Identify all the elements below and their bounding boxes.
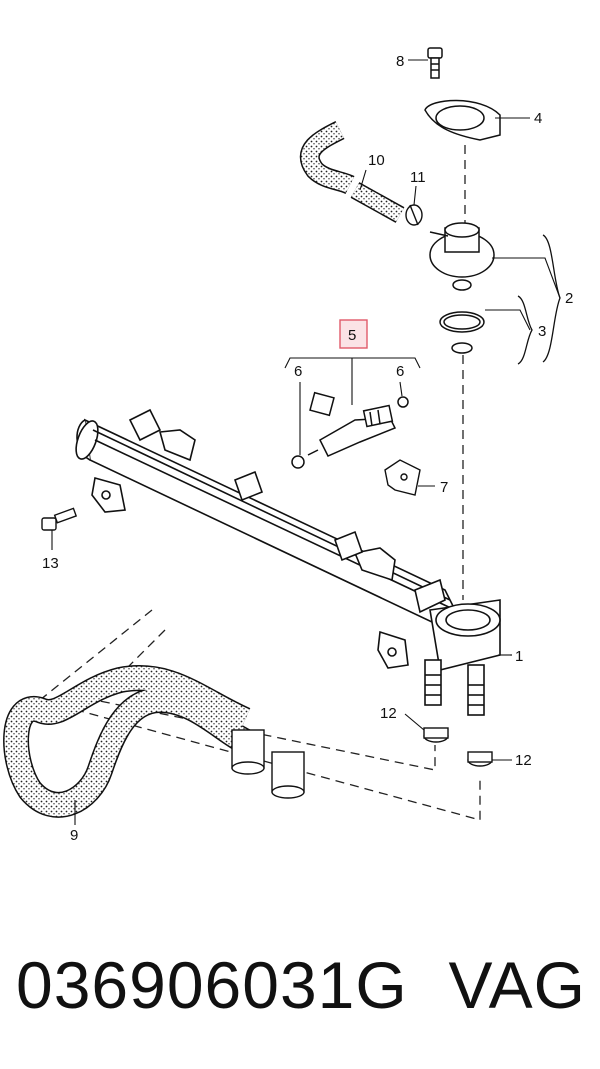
callout-9: 9 xyxy=(70,827,78,844)
hose-clamps xyxy=(423,727,493,767)
part-number: 036906031G xyxy=(16,948,408,1022)
callout-7: 7 xyxy=(440,479,448,496)
retaining-clip xyxy=(384,459,421,496)
fuel-injector xyxy=(291,391,409,469)
leader-lines xyxy=(51,59,561,825)
fuel-hose xyxy=(3,665,305,818)
vacuum-hose xyxy=(299,121,423,226)
callout-12-left: 12 xyxy=(380,705,397,722)
callout-3: 3 xyxy=(538,323,546,340)
callout-4: 4 xyxy=(534,110,542,127)
product-footer: 036906031G VAG xyxy=(0,930,600,1040)
assembly-guide-lines xyxy=(38,145,481,821)
callout-12-right: 12 xyxy=(515,752,532,769)
callout-2: 2 xyxy=(565,290,573,307)
callout-labels: 1 2 3 4 5 6 6 7 8 9 10 11 12 12 13 xyxy=(42,53,573,844)
callout-6-right: 6 xyxy=(396,363,404,380)
fuel-rail xyxy=(75,408,501,716)
bracket-and-screw xyxy=(424,47,501,141)
callout-5-highlight xyxy=(339,319,368,349)
callout-11: 11 xyxy=(410,169,426,186)
callout-8: 8 xyxy=(396,53,404,70)
bolt xyxy=(41,507,78,531)
callout-5: 5 xyxy=(348,327,356,344)
fuel-rail-exploded-diagram: 1 2 3 4 5 6 6 7 8 9 10 11 12 12 13 xyxy=(3,47,573,844)
brand-name: VAG xyxy=(448,948,586,1022)
callout-10: 10 xyxy=(368,152,385,169)
callout-13: 13 xyxy=(42,555,59,572)
pressure-regulator xyxy=(429,222,495,354)
callout-1: 1 xyxy=(515,648,523,665)
callout-6-left: 6 xyxy=(294,363,302,380)
group-braces xyxy=(517,234,561,365)
